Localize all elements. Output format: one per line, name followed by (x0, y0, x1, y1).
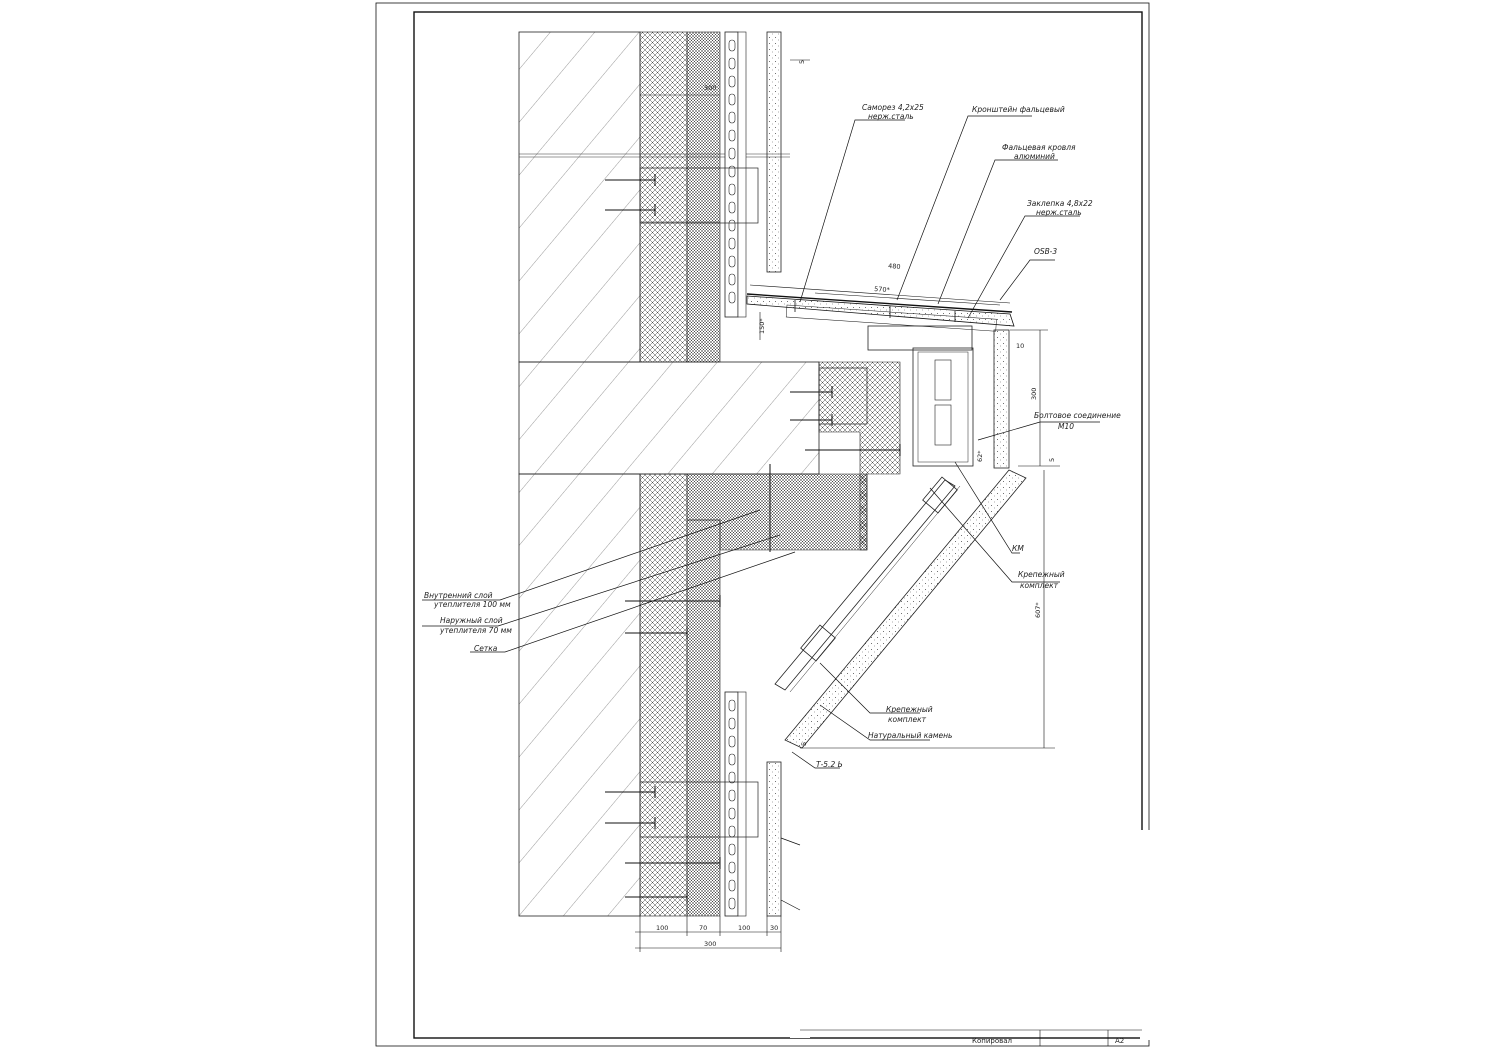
label-outer-insul-line1: Наружный слой (440, 616, 503, 625)
wall-anchors (605, 174, 901, 903)
label-kit-bottom-line1: Крепежный (886, 705, 933, 714)
insulation-inner-layer (639, 31, 688, 917)
rail-hole (728, 147, 736, 160)
dim-bottom-100b: 100 (738, 924, 750, 932)
label-kit-bottom-line2: комплект (888, 715, 927, 724)
dim-5-bottom: 5 (800, 742, 808, 746)
dimension-texts: 300 480 570* 150* 10 300 62* 5 5 5 607* … (656, 60, 1056, 948)
label-rivet-line1: Заклепка 4,8х22 (1027, 199, 1093, 208)
guide-rail-upper (724, 31, 747, 318)
title-stamp: Копировал А2 (972, 1037, 1124, 1045)
rail-hole (728, 57, 736, 70)
dimension-lines (635, 59, 1060, 952)
callout-km: КМ (1012, 544, 1024, 553)
callout-osb: OSB-3 (1034, 247, 1057, 256)
callout-rivet: Заклепка 4,8х22 нерж.сталь (1027, 199, 1093, 217)
dim-480: 480 (888, 262, 901, 271)
label-roof-line1: Фальцевая кровля (1002, 143, 1076, 152)
dim-5-top: 5 (798, 60, 806, 64)
stamp-copied: Копировал (972, 1037, 1012, 1045)
rail-hole (728, 183, 736, 196)
label-screw-line2: нерж.сталь (868, 112, 914, 121)
rail-hole (728, 39, 736, 52)
dim-bottom-30: 30 (770, 924, 778, 932)
rail-hole (728, 789, 736, 802)
cornice-steel-frame (867, 325, 974, 467)
callout-outer-insulation: Наружный слой утеплителя 70 мм (439, 616, 512, 635)
callout-screw-bottom: Т-5.2 Ь (816, 760, 843, 769)
stamp-format: А2 (1115, 1037, 1124, 1045)
dim-5-right: 5 (1048, 458, 1056, 462)
rail-hole (728, 861, 736, 874)
rail-perforations (728, 39, 736, 910)
dim-570: 570* (874, 285, 891, 294)
rail-hole (728, 753, 736, 766)
dim-607: 607* (1034, 602, 1042, 618)
label-osb: OSB-3 (1034, 247, 1057, 256)
dim-bottom-100a: 100 (656, 924, 668, 932)
callout-screw: Саморез 4,2х25 нерж.сталь (862, 103, 924, 121)
label-screw-line1: Саморез 4,2х25 (862, 103, 924, 112)
rail-hole (728, 807, 736, 820)
label-stone: Натуральный камень (868, 731, 952, 740)
rail-hole (728, 237, 736, 250)
rail-hole (728, 201, 736, 214)
cornice-stone-front (993, 329, 1010, 469)
label-bracket: Кронштейн фальцевый (972, 105, 1065, 114)
rail-hole (728, 129, 736, 142)
dim-bottom-300: 300 (704, 940, 716, 948)
concrete-wall (518, 31, 820, 917)
callout-bolt: Болтовое соединение М10 (1034, 411, 1121, 431)
dim-top-300: 300 (704, 84, 716, 92)
facade-cladding (766, 31, 782, 917)
rail-hole (728, 273, 736, 286)
callout-stone: Натуральный камень (868, 731, 952, 740)
wall-brackets (639, 167, 868, 838)
label-mesh: Сетка (474, 644, 498, 653)
rail-hole (728, 111, 736, 124)
label-bolt-line1: Болтовое соединение (1034, 411, 1121, 420)
cornice-insulation (686, 361, 901, 551)
callout-inner-insulation: Внутренний слой утеплителя 100 мм (424, 591, 511, 609)
callout-roof: Фальцевая кровля алюминий (1002, 143, 1076, 161)
label-outer-insul-line2: утеплителя 70 мм (439, 626, 512, 635)
folded-roof-panel (746, 293, 1015, 332)
dim-bottom-70: 70 (699, 924, 707, 932)
label-kit-right-line1: Крепежный (1018, 570, 1065, 579)
callout-kit-bottom: Крепежный комплект (886, 705, 933, 724)
label-rivet-line2: нерж.сталь (1036, 208, 1082, 217)
rail-hole (728, 93, 736, 106)
sheet-frame (375, 2, 1154, 1047)
rail-hole (728, 735, 736, 748)
rail-hole (728, 843, 736, 856)
inclined-support-frame (774, 476, 961, 693)
label-roof-line2: алюминий (1014, 152, 1055, 161)
label-kit-right-line2: комплект (1020, 581, 1059, 590)
rail-hole (728, 255, 736, 268)
label-bolt-line2: М10 (1058, 422, 1074, 431)
rail-hole (728, 771, 736, 784)
rail-hole (728, 699, 736, 712)
callout-mesh: Сетка (474, 644, 498, 653)
rail-hole (728, 219, 736, 232)
label-inner-insul-line2: утеплителя 100 мм (433, 600, 511, 609)
rail-hole (728, 291, 736, 304)
callout-bracket: Кронштейн фальцевый (972, 105, 1065, 114)
rail-hole (728, 879, 736, 892)
rail-hole (728, 717, 736, 730)
rail-hole (728, 75, 736, 88)
dim-10: 10 (1016, 342, 1024, 350)
label-km: КМ (1012, 544, 1024, 553)
dim-150: 150* (758, 318, 766, 334)
label-inner-insul-line1: Внутренний слой (424, 591, 493, 600)
dim-300-right: 300 (1030, 388, 1038, 400)
label-screw-bottom: Т-5.2 Ь (816, 760, 843, 769)
guide-rail-lower (724, 691, 747, 917)
insulation-outer-layer (686, 31, 721, 917)
dim-62: 62* (976, 450, 984, 462)
rail-hole (728, 897, 736, 910)
rail-hole (728, 165, 736, 178)
callout-kit-right: Крепежный комплект (1018, 570, 1065, 590)
